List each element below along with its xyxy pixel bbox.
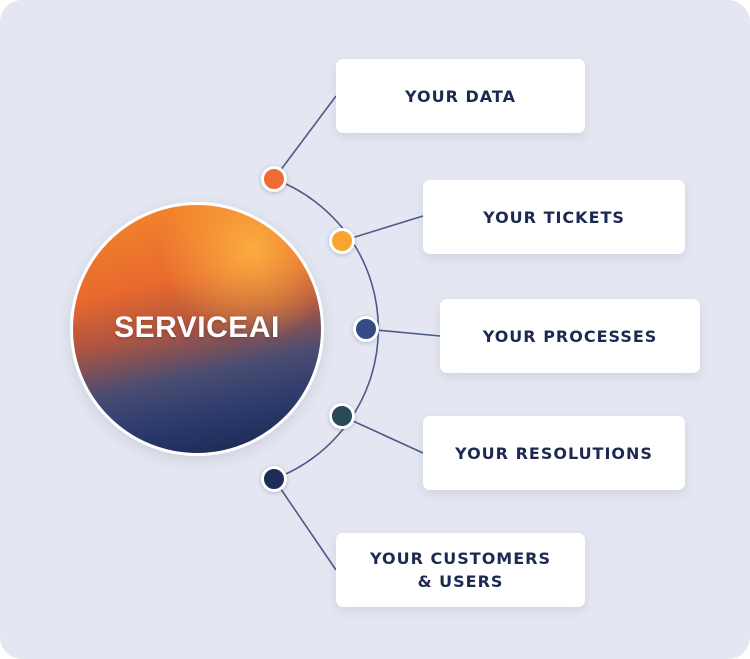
node-tickets bbox=[329, 228, 355, 254]
card-your-processes: YOUR PROCESSES bbox=[440, 299, 700, 373]
connector-line-data bbox=[273, 95, 337, 180]
connector-line-tickets bbox=[341, 215, 424, 242]
connector-line-customers bbox=[273, 478, 337, 571]
node-data bbox=[261, 166, 287, 192]
card-your-customers-users: YOUR CUSTOMERS & USERS bbox=[336, 533, 585, 607]
hub-label: SERVICEAI bbox=[114, 311, 280, 344]
card-label: YOUR PROCESSES bbox=[482, 326, 658, 346]
card-label: YOUR TICKETS bbox=[483, 207, 625, 227]
card-label: YOUR RESOLUTIONS bbox=[455, 443, 653, 463]
card-label: YOUR CUSTOMERS & USERS bbox=[370, 549, 551, 591]
card-your-tickets: YOUR TICKETS bbox=[423, 180, 685, 254]
card-your-data: YOUR DATA bbox=[336, 59, 585, 133]
node-customers bbox=[261, 466, 287, 492]
node-processes bbox=[353, 316, 379, 342]
card-label: YOUR DATA bbox=[405, 86, 516, 106]
node-resolutions bbox=[329, 403, 355, 429]
serviceai-hub: SERVICEAI bbox=[70, 202, 324, 456]
connector-line-resolutions bbox=[341, 415, 424, 454]
card-your-resolutions: YOUR RESOLUTIONS bbox=[423, 416, 685, 490]
